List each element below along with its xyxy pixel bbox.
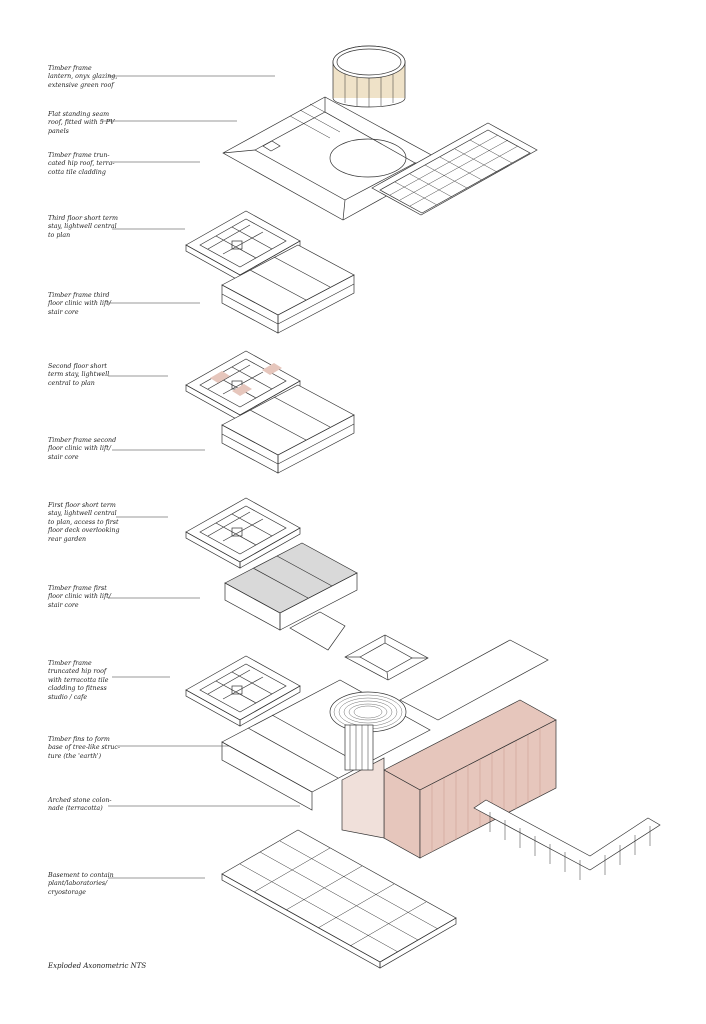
label-colonnade: Arched stone colon- nade (terracotta)	[48, 797, 112, 813]
label-cafe-roof: Timber frame truncated hip roof with ter…	[48, 660, 109, 701]
label-hip-roof: Timber frame trun- cated hip roof, terra…	[48, 152, 115, 176]
label-third-floor-clinic: Timber frame third floor clinic with lif…	[48, 292, 111, 316]
label-second-floor-stay: Second floor short term stay, lightwell …	[48, 363, 110, 387]
ground-level	[221, 639, 557, 859]
cafe-roof	[344, 634, 429, 681]
leader-lines	[100, 75, 300, 879]
label-first-floor-clinic: Timber frame first floor clinic with lif…	[48, 585, 111, 609]
label-flat-roof: Flat standing seam roof, fitted with 5 P…	[48, 111, 115, 135]
second-floor-terracotta	[210, 363, 282, 396]
drawing-caption: Exploded Axonometric NTS	[48, 962, 147, 970]
label-first-floor-stay: First floor short term stay, lightwell c…	[48, 502, 120, 543]
roof-assembly	[222, 96, 538, 221]
label-third-floor-stay: Third floor short term stay, lightwell c…	[48, 215, 118, 239]
label-timber-fins: Timber fins to form base of tree-like st…	[48, 736, 121, 760]
lantern	[332, 45, 406, 108]
basement	[221, 829, 457, 969]
first-floor-clinic	[224, 542, 358, 651]
label-basement: Basement to contain plant/laboratories/ …	[48, 872, 114, 896]
label-second-floor-clinic: Timber frame second floor clinic with li…	[48, 437, 117, 461]
colonnade	[473, 799, 661, 880]
label-lantern: Timber frame lantern, onyx glazing, exte…	[48, 65, 118, 89]
